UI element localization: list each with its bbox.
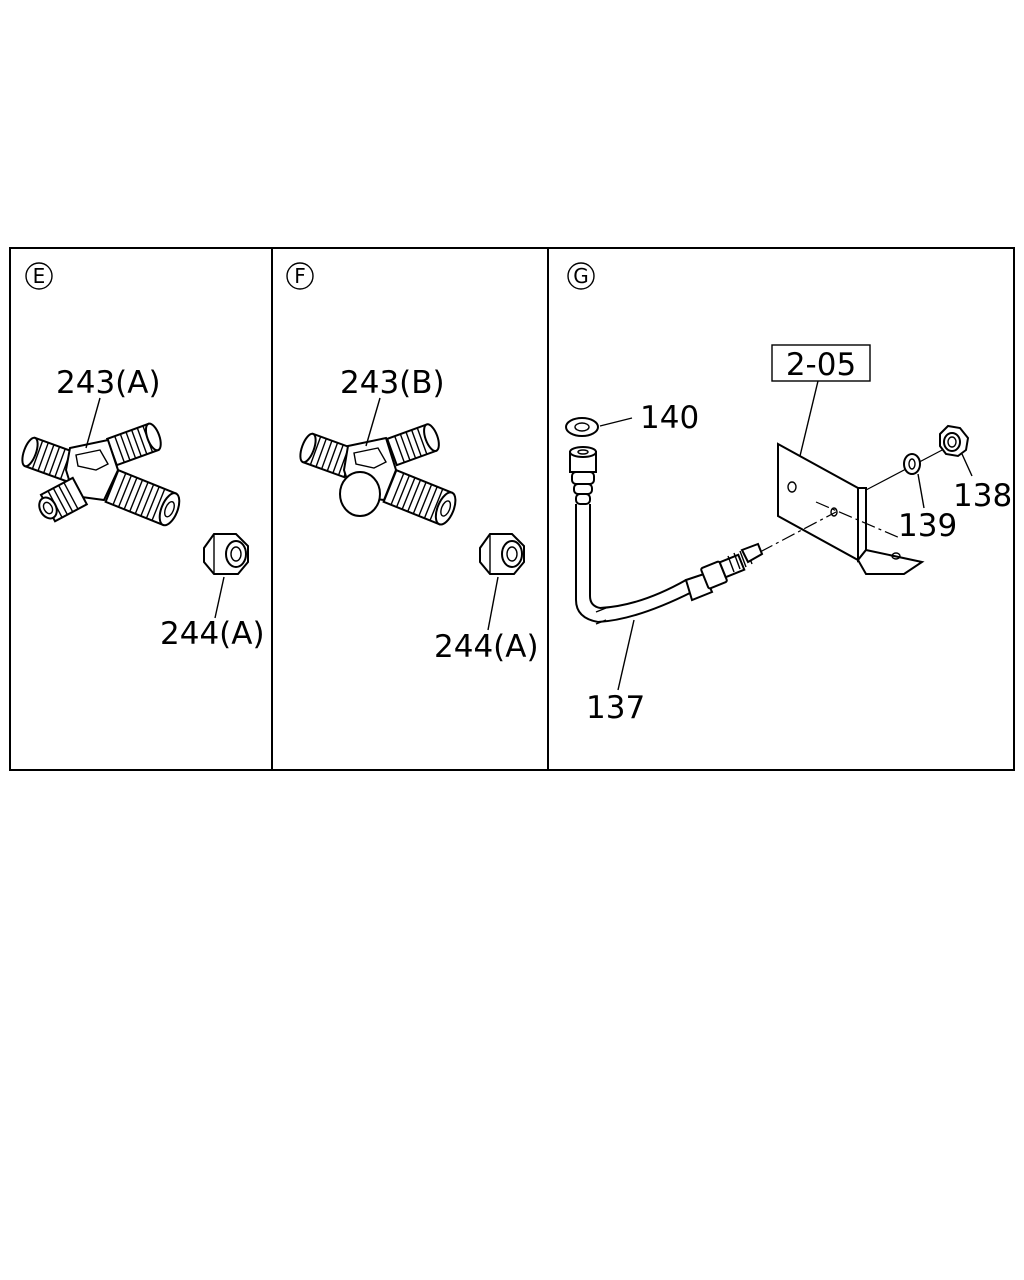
- washer-icon: [565, 417, 599, 437]
- part-label-243a: 243(A): [56, 365, 161, 401]
- leader-137: [617, 619, 635, 691]
- centerline-lower: [815, 501, 901, 539]
- panel-f-marker: F: [286, 262, 314, 290]
- reference-box: [771, 344, 871, 382]
- brake-hose-icon: [569, 446, 764, 625]
- part-label-140: 140: [640, 400, 699, 436]
- leader-243a: [85, 397, 101, 449]
- part-label-138: 138: [953, 478, 1012, 514]
- panel-e: E: [21, 262, 265, 652]
- nut-icon: [939, 424, 970, 458]
- reference-label: 2-05: [786, 347, 856, 383]
- tee-fitting-with-plug-icon: [299, 423, 457, 526]
- lock-washer-icon: [903, 453, 921, 475]
- part-label-243b: 243(B): [340, 365, 445, 401]
- part-label-139: 139: [898, 508, 957, 544]
- part-label-244a-e: 244(A): [160, 616, 265, 652]
- leader-139: [917, 473, 925, 509]
- panel-g: G 2-05 140: [565, 262, 1012, 726]
- part-label-137: 137: [586, 690, 645, 726]
- panel-g-id: G: [573, 264, 589, 288]
- hex-nut-icon: [203, 533, 249, 575]
- cross-fitting-4-way-icon: [21, 422, 181, 527]
- leader-244a-f: [487, 576, 499, 631]
- leader-140: [599, 417, 633, 427]
- leader-138: [961, 453, 973, 477]
- part-label-244a-f: 244(A): [434, 629, 539, 665]
- panel-f: F: [286, 262, 539, 665]
- diagram-frame: [9, 247, 1015, 771]
- bracket-icon: [777, 442, 925, 575]
- centerline-upper: [777, 443, 859, 489]
- leader-244a-e: [214, 576, 225, 619]
- leader-243b: [365, 397, 381, 447]
- leader-reference: [799, 380, 819, 457]
- panel-e-marker: E: [25, 262, 53, 290]
- panel-f-id: F: [294, 264, 306, 288]
- panel-g-marker: G: [567, 262, 595, 290]
- hex-nut-icon: [479, 533, 525, 575]
- panel-e-id: E: [33, 264, 46, 288]
